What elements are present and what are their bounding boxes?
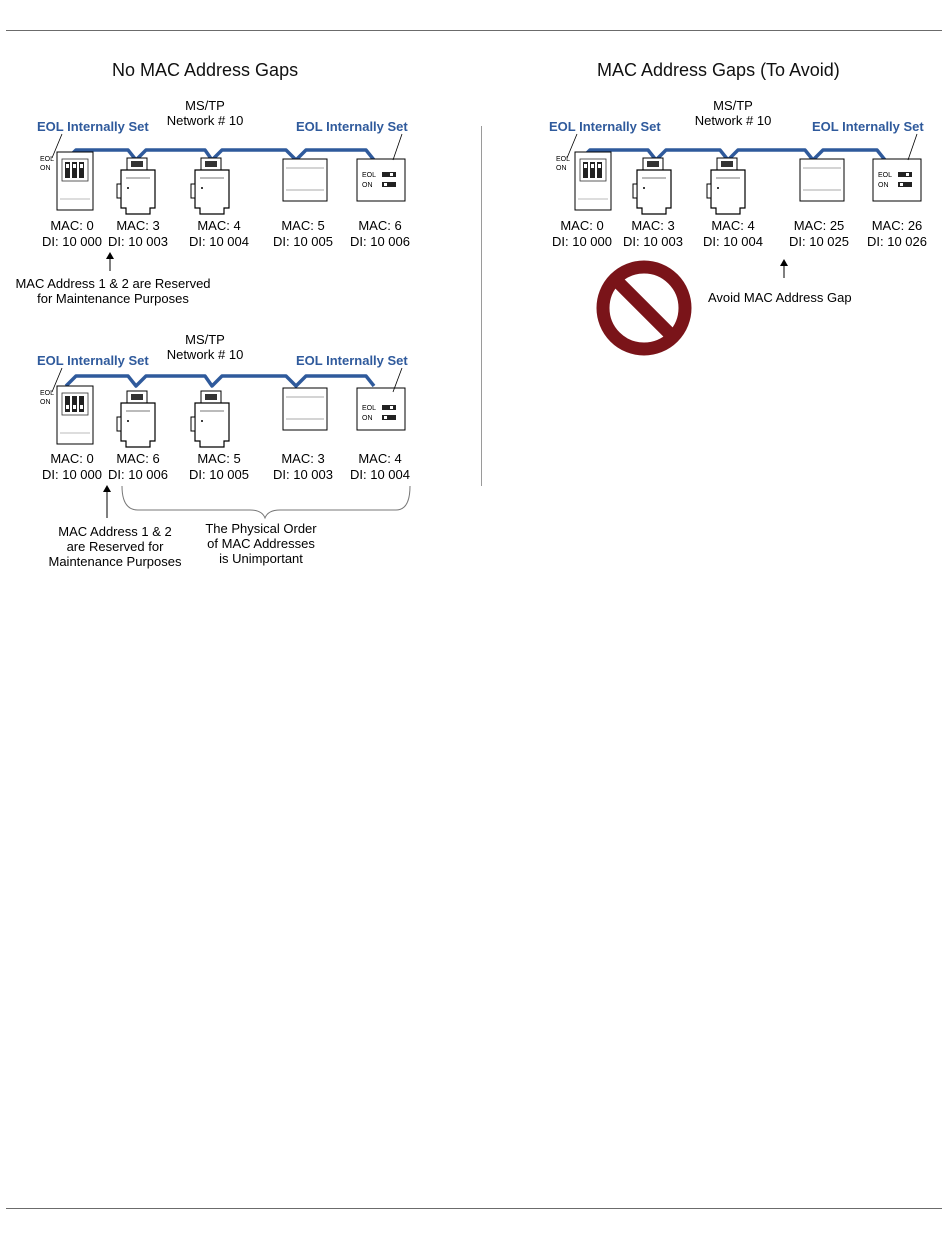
bus-line [64,374,376,388]
network-module [282,158,328,202]
controller-eol-switch [356,387,406,431]
mstp-bus [578,148,887,162]
bus-line [578,148,887,162]
left-title: No MAC Address Gaps [112,60,299,80]
bus-line [64,148,376,162]
mstp-bus [64,374,376,388]
up-arrow [103,485,111,518]
network-module [799,158,845,202]
right-title: MAC Address Gaps (To Avoid) [597,60,840,80]
eol-pointer-lines [51,367,403,393]
vav-controller [116,390,156,448]
top-rule [6,30,942,31]
vav-controller [706,157,746,215]
up-arrow [106,252,114,271]
eol-label-left: EOL Internally Set [37,119,149,134]
eol-label-right: EOL Internally Set [296,353,408,368]
network-module [282,387,328,431]
mstp-bus [64,148,376,162]
eol-label-left: EOL Internally Set [37,353,149,368]
eol-label-right: EOL Internally Set [812,119,924,134]
controller-eol-switch [872,158,922,202]
bottom-rule [6,1208,942,1209]
up-arrow [780,259,788,278]
controller-eol-dip [574,151,612,211]
eol-pointer-lines [566,133,918,161]
avoid-gap-note: Avoid MAC Address Gap [708,290,852,305]
controller-eol-dip [56,385,94,445]
grouping-bracket [121,485,411,520]
controller-eol-dip [56,151,94,211]
eol-pointer-lines [51,133,403,161]
vav-controller [190,390,230,448]
eol-label-left: EOL Internally Set [549,119,661,134]
panel-divider [481,126,482,486]
controller-eol-switch [356,158,406,202]
vav-controller [632,157,672,215]
no-symbol-icon [596,260,692,356]
eol-label-right: EOL Internally Set [296,119,408,134]
vav-controller [116,157,156,215]
vav-controller [190,157,230,215]
